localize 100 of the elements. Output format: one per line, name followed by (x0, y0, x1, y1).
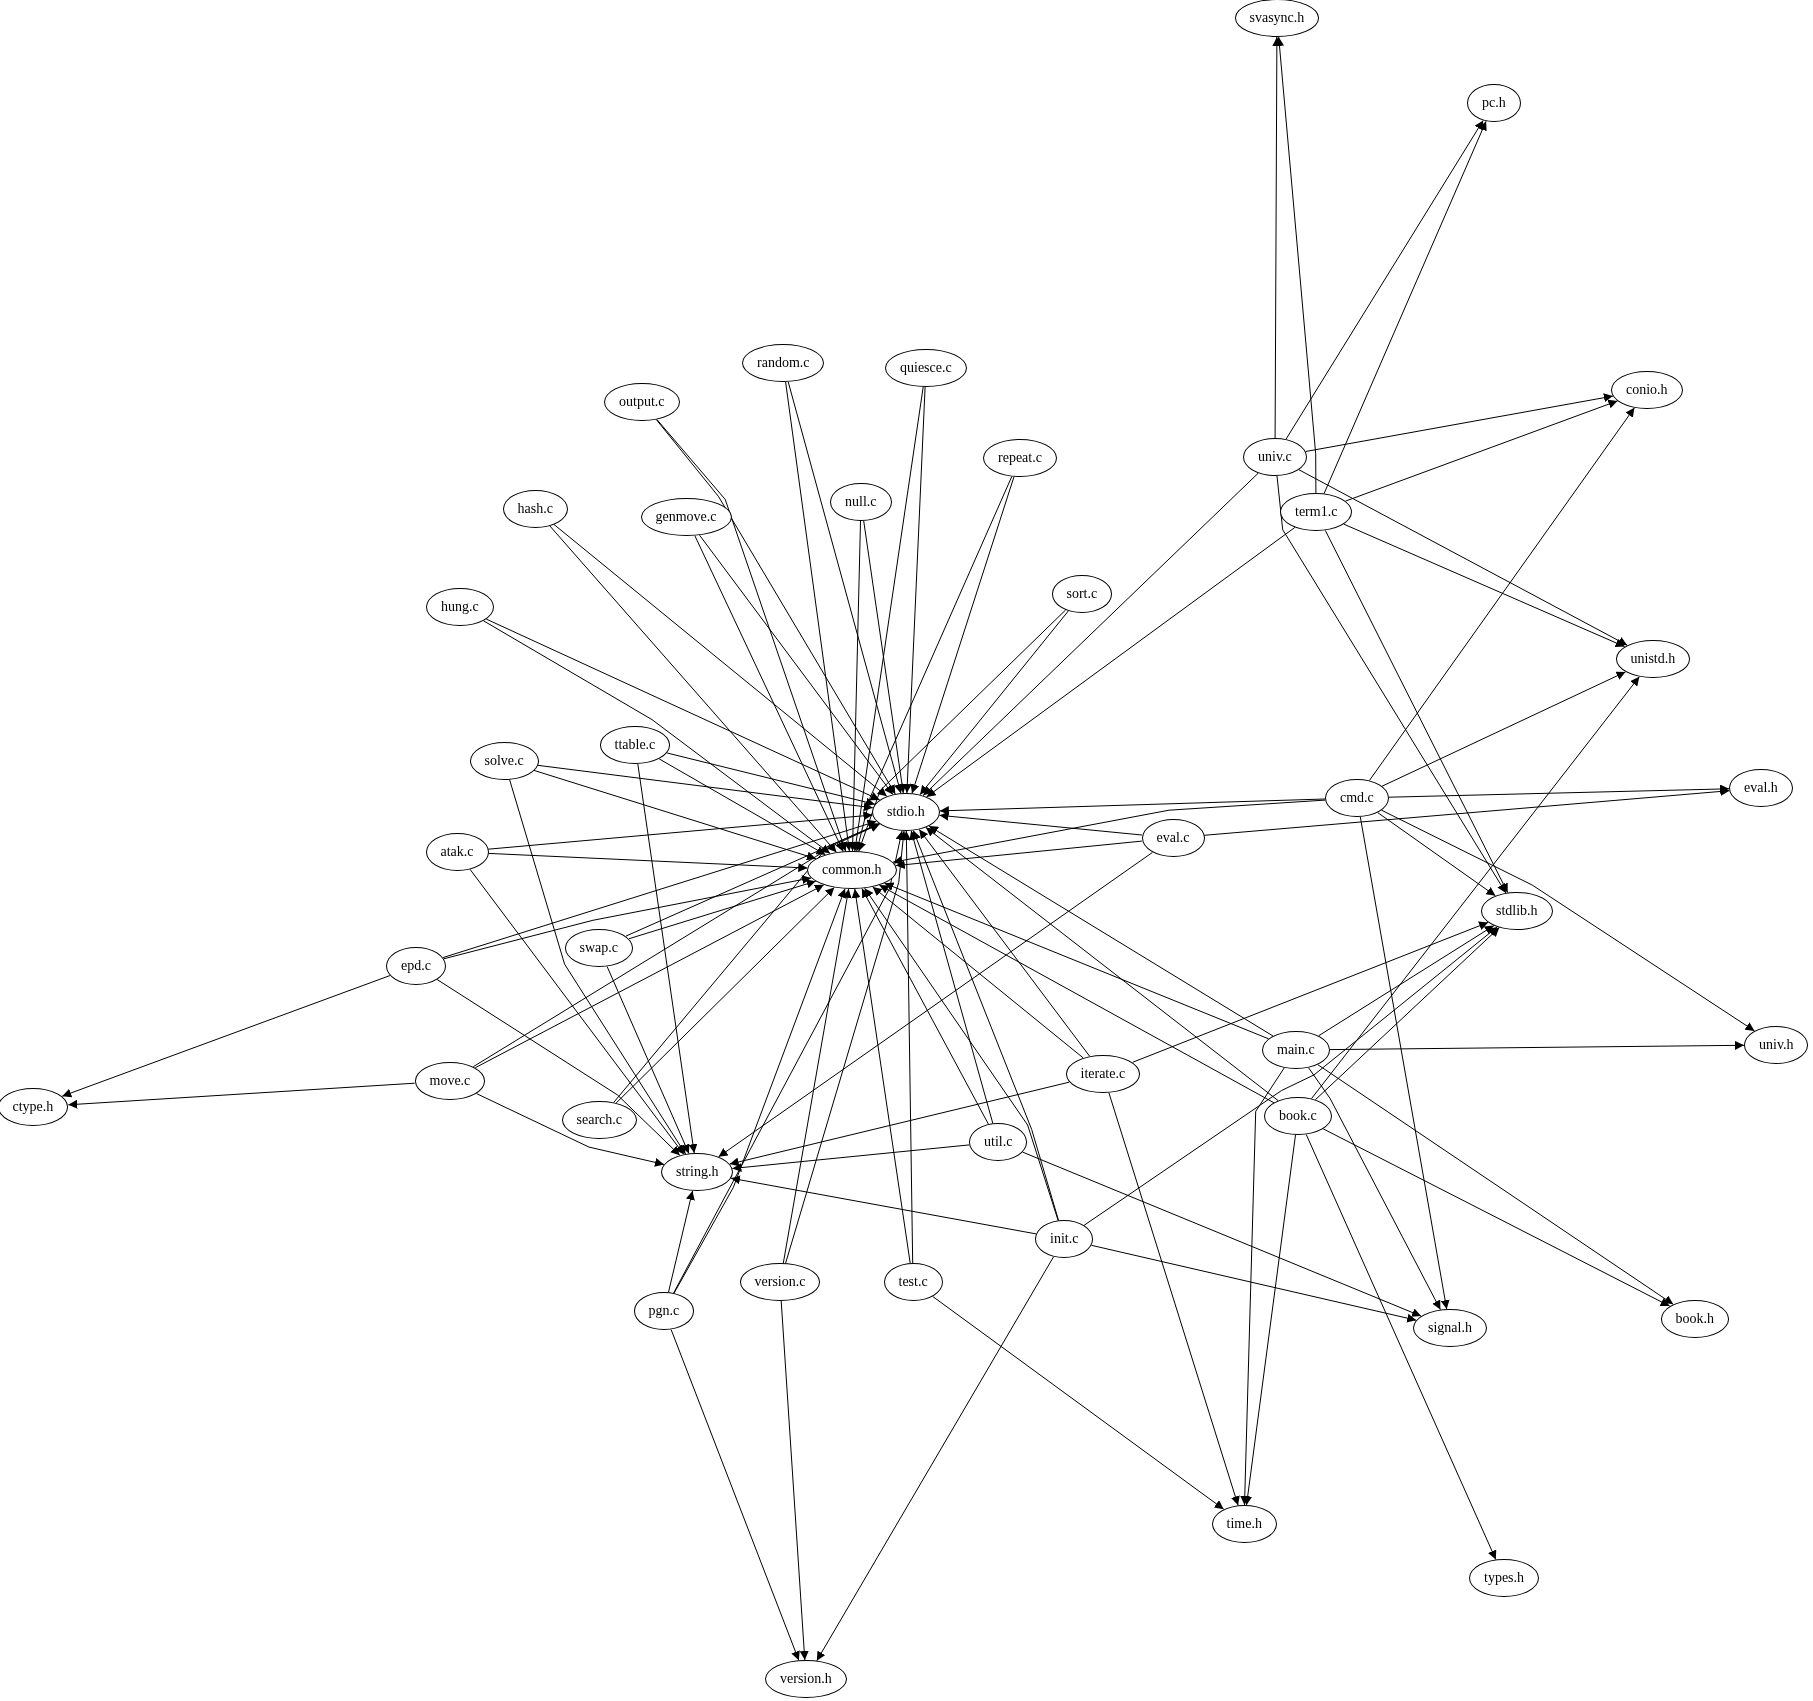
file-ellipse: main.c (1262, 1031, 1330, 1069)
arrow (1022, 1151, 1422, 1317)
arrow (1132, 921, 1489, 1063)
arrow (1317, 1064, 1674, 1305)
arrow (606, 966, 690, 1154)
file-ellipse: svasync.h (1234, 0, 1320, 37)
file-ellipse: string.h (661, 1153, 734, 1191)
arrow (782, 888, 852, 1264)
arrow (1329, 1040, 1745, 1051)
arrow (655, 419, 896, 795)
arrow (1108, 1092, 1240, 1506)
file-ellipse: unistd.h (1615, 640, 1691, 678)
arrow (861, 888, 989, 1125)
arrow (1090, 1244, 1417, 1323)
arrow (637, 763, 698, 1154)
file-ellipse: atak.c (425, 833, 489, 871)
file-ellipse: util.c (969, 1123, 1028, 1161)
arrow (1285, 119, 1484, 440)
file-ellipse: test.c (883, 1263, 943, 1301)
arrow (1323, 120, 1487, 494)
file-ellipse: pc.h (1467, 84, 1521, 122)
file-ellipse: sort.c (1051, 575, 1113, 613)
arrow (854, 476, 1013, 852)
arrow (902, 386, 926, 794)
file-ellipse: eval.h (1729, 769, 1793, 807)
arrow (1308, 1067, 1441, 1311)
arrow (857, 609, 1067, 852)
arrow (443, 875, 812, 960)
arrow (1381, 809, 1755, 1032)
arrow (909, 830, 994, 1124)
file-ellipse: repeat.c (983, 439, 1057, 477)
arrow (939, 798, 1326, 816)
file-ellipse: univ.c (1243, 438, 1307, 476)
arrow (1324, 529, 1509, 894)
file-ellipse: univ.h (1744, 1026, 1809, 1064)
arrow (656, 419, 847, 852)
arrow (1343, 523, 1626, 648)
arrow (816, 1256, 1055, 1662)
arrow (848, 520, 861, 852)
arrow (864, 887, 1059, 1221)
arrow (1305, 1133, 1497, 1560)
arrow (1240, 1067, 1285, 1506)
arrow (61, 975, 391, 1098)
arrow (668, 1190, 695, 1293)
arrow (1298, 469, 1628, 646)
arrow (787, 381, 903, 794)
file-ellipse: init.c (1035, 1220, 1094, 1258)
arrow (932, 1295, 1225, 1510)
arrow (1368, 407, 1635, 781)
arrow (67, 1082, 416, 1109)
arrow (476, 1093, 665, 1167)
arrow (553, 523, 888, 797)
arrow (537, 764, 874, 812)
arrow (731, 1144, 970, 1173)
arrow (1276, 475, 1507, 894)
arrow (878, 884, 1275, 1104)
arrow (658, 758, 826, 856)
arrow (615, 887, 835, 1104)
arrow (483, 620, 831, 854)
arrow (922, 472, 1259, 797)
arrow (487, 852, 808, 873)
arrow (718, 851, 1153, 1158)
arrow (925, 826, 1279, 1102)
file-ellipse: stdio.h (872, 793, 940, 831)
arrow (628, 879, 817, 940)
file-ellipse: move.c (414, 1062, 486, 1100)
arrow (910, 476, 1015, 794)
file-ellipse: time.h (1211, 1505, 1277, 1543)
arrow (1203, 787, 1730, 836)
file-ellipse: signal.h (1413, 1309, 1487, 1347)
arrow (673, 830, 905, 1294)
arrow (487, 811, 873, 850)
arrow (919, 610, 1069, 796)
arrow (442, 819, 877, 959)
arrow (928, 825, 1274, 1037)
file-ellipse: book.c (1264, 1097, 1332, 1135)
arrow (918, 829, 1091, 1057)
arrow (730, 1175, 1037, 1235)
arrow (1377, 812, 1496, 897)
arrow (1305, 393, 1614, 452)
file-ellipse: version.h (765, 1660, 847, 1698)
file-ellipse: book.h (1660, 1300, 1729, 1338)
arrow (670, 1329, 800, 1661)
file-ellipse: genmove.c (640, 498, 732, 536)
arrow (926, 526, 1296, 798)
file-ellipse: epd.c (386, 947, 446, 985)
file-ellipse: ctype.h (0, 1088, 69, 1126)
file-ellipse: term1.c (1280, 493, 1353, 531)
arrow (872, 886, 1084, 1059)
file-ellipse: cmd.c (1325, 779, 1389, 817)
file-ellipse: version.c (739, 1263, 821, 1301)
file-ellipse: search.c (561, 1101, 637, 1139)
arrow (474, 884, 825, 1069)
arrow (851, 386, 924, 852)
arrow (694, 535, 844, 852)
arrow (1318, 925, 1495, 1037)
arrow (785, 381, 853, 852)
arrow (780, 1300, 809, 1661)
file-ellipse: quiesce.c (885, 349, 967, 387)
file-ellipse: random.c (742, 344, 825, 382)
